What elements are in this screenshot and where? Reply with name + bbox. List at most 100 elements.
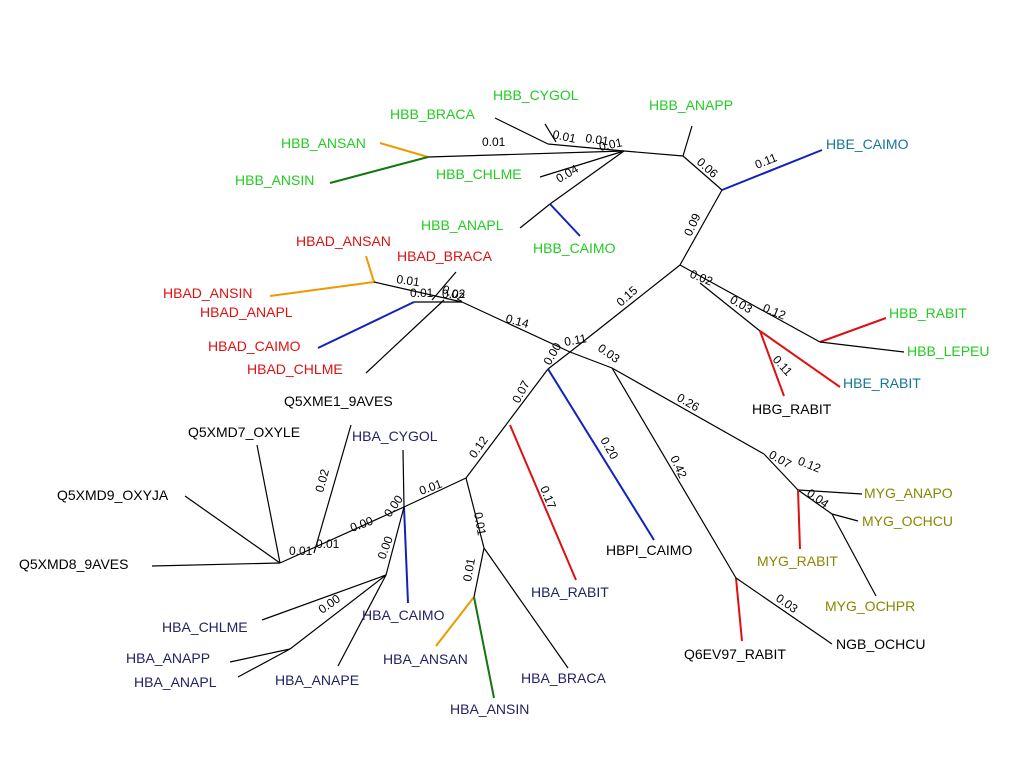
branch-length-b_anapp: 0.01 bbox=[598, 135, 624, 154]
leaf-HBB_ANAPP: HBB_ANAPP bbox=[649, 97, 733, 113]
leaf-NGB_OCHCU: NGB_OCHCU bbox=[836, 636, 925, 652]
tree-branch-15 bbox=[269, 281, 375, 297]
leaf-HBPI_CAIMO: HBPI_CAIMO bbox=[606, 542, 692, 558]
leaf-HBE_RABIT: HBE_RABIT bbox=[843, 375, 921, 391]
leaf-HBA_ANSAN: HBA_ANSAN bbox=[383, 651, 468, 667]
tree-branch-31 bbox=[547, 351, 571, 370]
branch-length-root-003: 0.03 bbox=[595, 341, 622, 366]
branch-length-a-012: 0.12 bbox=[466, 433, 491, 460]
leaf-HBB_CHLME: HBB_CHLME bbox=[436, 166, 522, 182]
leaf-Q5XME1_9AVES: Q5XME1_9AVES bbox=[284, 393, 393, 409]
tree-branch-23 bbox=[569, 264, 681, 353]
branch-length-a-inner-b: 0.00 bbox=[348, 514, 375, 535]
tree-branch-9 bbox=[721, 149, 823, 191]
tree-branch-57 bbox=[237, 648, 291, 678]
leaf-HBB_CAIMO: HBB_CAIMO bbox=[533, 240, 616, 256]
leaf-HBAD_ANSAN: HBAD_ANSAN bbox=[296, 233, 391, 249]
leaf-HBA_RABIT: HBA_RABIT bbox=[531, 584, 609, 600]
branch-length-hbe_rabit: 0.11 bbox=[770, 353, 796, 379]
leaf-HBAD_ANAPL: HBAD_ANAPL bbox=[200, 304, 293, 320]
tree-branch-59 bbox=[279, 506, 405, 564]
tree-branch-18 bbox=[431, 271, 457, 301]
branch-length-rab-002: 0.02 bbox=[688, 267, 715, 289]
leaf-HBA_CHLME: HBA_CHLME bbox=[162, 619, 248, 635]
tree-branch-12 bbox=[549, 150, 625, 205]
tree-branch-10 bbox=[679, 189, 723, 266]
tree-branches bbox=[151, 117, 905, 699]
leaf-MYG_OCHCU: MYG_OCHCU bbox=[862, 513, 953, 529]
branch-length-b_cygol: 0.01 bbox=[551, 127, 577, 146]
leaf-HBG_RABIT: HBG_RABIT bbox=[752, 401, 832, 417]
tree-branch-50 bbox=[473, 596, 495, 699]
branch-length-myg-004: 0.04 bbox=[804, 486, 831, 511]
branch-length-ad_ansin: 0.01 bbox=[396, 272, 421, 289]
leaf-HBB_ANSAN: HBB_ANSAN bbox=[281, 135, 366, 151]
tree-branch-14 bbox=[549, 203, 581, 237]
tree-branch-0 bbox=[427, 150, 625, 158]
branch-length-a-inner-c: 0.00 bbox=[375, 534, 396, 561]
tree-branch-44 bbox=[509, 424, 577, 581]
tree-branch-63 bbox=[313, 424, 352, 554]
tree-branch-37 bbox=[763, 453, 799, 491]
leaf-Q6EV97_RABIT: Q6EV97_RABIT bbox=[684, 646, 786, 662]
branch-length-a-001: 0.01 bbox=[417, 477, 444, 498]
leaf-HBB_ANAPL: HBB_ANAPL bbox=[421, 217, 504, 233]
leaf-HBA_ANAPL: HBA_ANAPL bbox=[134, 674, 217, 690]
leaf-labels: HBB_CYGOL HBB_BRACA HBB_ANAPP HBB_ANSAN … bbox=[19, 87, 989, 717]
tree-branch-56 bbox=[229, 648, 291, 663]
tree-branch-60 bbox=[151, 562, 281, 567]
tree-branch-11 bbox=[539, 150, 625, 178]
tree-branch-30 bbox=[569, 351, 613, 369]
tree-branch-61 bbox=[184, 495, 281, 564]
tree-branch-41 bbox=[831, 513, 877, 597]
tree-branch-6 bbox=[623, 150, 684, 157]
branch-length-a_stem: 0.07 bbox=[509, 378, 532, 405]
branch-length-hbpi: 0.20 bbox=[597, 435, 621, 463]
tree-branch-16 bbox=[365, 255, 375, 283]
tree-branch-62 bbox=[256, 444, 281, 564]
leaf-HBAD_CAIMO: HBAD_CAIMO bbox=[208, 338, 301, 354]
branch-length-b_braca: 0.01 bbox=[585, 131, 610, 148]
leaf-HBA_CYGOL: HBA_CYGOL bbox=[352, 428, 438, 444]
tree-branch-36 bbox=[735, 577, 833, 645]
tree-branch-33 bbox=[611, 367, 765, 455]
branch-length-q5-001b: 0.01 bbox=[316, 537, 340, 551]
tree-branch-48 bbox=[473, 547, 485, 598]
branch-length-q5-002: 0.02 bbox=[312, 467, 332, 493]
leaf-HBA_CAIMO: HBA_CAIMO bbox=[362, 607, 445, 623]
branch-length-root-000: 0.00 bbox=[540, 340, 564, 368]
tree-branch-39 bbox=[797, 489, 833, 515]
leaf-Q5XMD8_9AVES: Q5XMD8_9AVES bbox=[19, 556, 128, 572]
tree-branch-53 bbox=[385, 506, 405, 576]
tree-branch-35 bbox=[735, 577, 743, 642]
tree-branch-21 bbox=[365, 299, 445, 374]
branch-length-a_braca: 0.01 bbox=[471, 511, 489, 537]
tree-branch-42 bbox=[797, 489, 801, 550]
leaf-HBA_ANSIN: HBA_ANSIN bbox=[450, 701, 529, 717]
leaf-HBA_ANAPP: HBA_ANAPP bbox=[126, 650, 210, 666]
tree-branch-19 bbox=[317, 301, 415, 349]
branch-length-b_stem: 0.09 bbox=[681, 211, 704, 238]
branch-length-root-015: 0.15 bbox=[614, 283, 641, 309]
tree-branch-45 bbox=[403, 477, 467, 508]
tree-branch-2 bbox=[329, 156, 429, 184]
branch-length-a_anapp: 0.00 bbox=[316, 591, 343, 616]
tree-branch-46 bbox=[465, 477, 485, 549]
leaf-HBAD_ANSIN: HBAD_ANSIN bbox=[163, 285, 252, 301]
branch-length-myg-007: 0.07 bbox=[767, 447, 795, 471]
branch-length-root-011: 0.11 bbox=[563, 331, 588, 349]
leaf-HBAD_CHLME: HBAD_CHLME bbox=[247, 361, 343, 377]
branch-length-ad_stem: 0.14 bbox=[504, 311, 530, 331]
tree-branch-28 bbox=[759, 330, 841, 388]
branch-length-ngb-003: 0.03 bbox=[773, 591, 800, 616]
tree-branch-49 bbox=[435, 596, 475, 647]
leaf-HBB_BRACA: HBB_BRACA bbox=[390, 106, 475, 122]
tree-branch-58 bbox=[337, 574, 387, 667]
leaf-MYG_OCHPR: MYG_OCHPR bbox=[825, 598, 915, 614]
tree-branch-27 bbox=[699, 282, 761, 332]
leaf-HBA_BRACA: HBA_BRACA bbox=[521, 670, 606, 686]
tree-branch-47 bbox=[483, 547, 569, 669]
leaf-Q5XMD9_OXYJA: Q5XMD9_OXYJA bbox=[57, 487, 169, 503]
tree-branch-17 bbox=[373, 281, 463, 303]
